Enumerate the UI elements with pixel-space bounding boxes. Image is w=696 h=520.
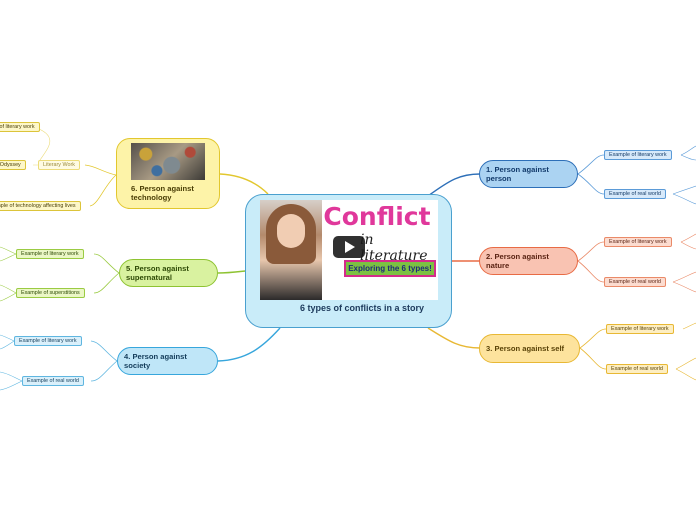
leaf-literary-work-group[interactable]: Literary Work — [38, 160, 80, 170]
leaf-literary-work[interactable]: Example of literary work — [16, 249, 84, 259]
leaf-superstitions[interactable]: Example of superstitions — [16, 288, 85, 298]
leaf-literary-work[interactable]: Example of literary work — [604, 237, 672, 247]
leaf-real-world[interactable]: Example of real world — [606, 364, 668, 374]
branch-person-vs-person[interactable]: 1. Person against person — [479, 160, 578, 188]
branch-person-vs-supernatural[interactable]: 5. Person against supernatural — [119, 259, 218, 287]
play-icon[interactable] — [333, 236, 365, 258]
subleaf-literary-work[interactable]: Example of literary work — [0, 122, 40, 132]
branch-person-vs-society[interactable]: 4. Person against society — [117, 347, 218, 375]
leaf-literary-work[interactable]: Example of literary work — [604, 150, 672, 160]
central-topic[interactable]: Conflict in literature Exploring the 6 t… — [245, 194, 452, 328]
link-branch-3 — [427, 327, 481, 349]
leaf-real-world[interactable]: Example of real world — [22, 376, 84, 386]
link-branch-4 — [217, 327, 281, 362]
leaf-literary-work[interactable]: Example of literary work — [606, 324, 674, 334]
link-branch-6 — [219, 173, 269, 195]
leaf-technology-affecting-lives[interactable]: Example of technology affecting lives — [0, 201, 81, 211]
branch-person-vs-self[interactable]: 3. Person against self — [479, 334, 580, 363]
leaf-real-world[interactable]: Example of real world — [604, 189, 666, 199]
link-branch-5 — [217, 270, 246, 274]
branch-label: 4. Person against society — [124, 352, 187, 370]
branch-label: 1. Person against person — [486, 165, 549, 183]
central-title: 6 types of conflicts in a story — [300, 303, 425, 313]
branch-person-vs-technology[interactable]: 6. Person against technology — [116, 138, 220, 209]
technology-image — [131, 143, 205, 180]
branch-label: 3. Person against self — [486, 344, 565, 353]
thumbnail-title: Conflict — [323, 202, 431, 231]
subleaf-the-odyssey[interactable]: The Odyssey — [0, 160, 26, 170]
branch-person-vs-nature[interactable]: 2. Person against nature — [479, 247, 578, 275]
thumbnail-banner: Exploring the 6 types! — [344, 260, 436, 277]
presenter-photo — [260, 200, 322, 300]
video-thumbnail[interactable]: Conflict in literature Exploring the 6 t… — [260, 200, 438, 300]
leaf-real-world[interactable]: Example of real world — [604, 277, 666, 287]
branch-label: 5. Person against supernatural — [126, 264, 189, 282]
leaf-literary-work[interactable]: Example of literary work — [14, 336, 82, 346]
branch-label: 6. Person against technology — [131, 184, 194, 202]
branch-label: 2. Person against nature — [486, 252, 549, 270]
link-branch-1 — [427, 173, 481, 197]
